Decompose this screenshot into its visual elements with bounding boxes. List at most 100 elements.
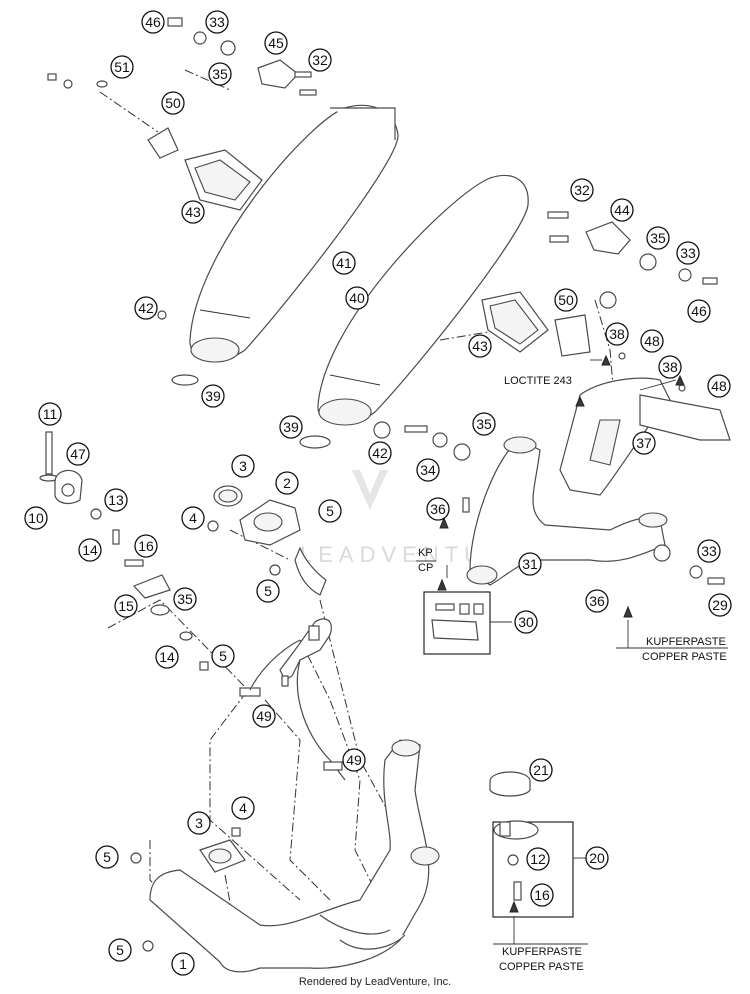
callout-48[interactable]: 48 (640, 329, 664, 353)
callout-40[interactable]: 40 (345, 286, 369, 310)
callout-48[interactable]: 48 (707, 374, 731, 398)
callout-29[interactable]: 29 (708, 593, 732, 617)
callout-5[interactable]: 5 (318, 499, 342, 523)
svg-text:3: 3 (239, 458, 247, 474)
header-pipes (130, 739, 440, 973)
callout-32[interactable]: 32 (570, 178, 594, 202)
copper-paste-note-2: COPPER PASTE (499, 961, 584, 973)
callout-10[interactable]: 10 (24, 506, 48, 530)
callout-42[interactable]: 42 (368, 441, 392, 465)
callout-33[interactable]: 33 (676, 241, 700, 265)
callout-11[interactable]: 11 (38, 402, 62, 426)
svg-text:39: 39 (205, 388, 221, 404)
clamp-kit-box-2 (489, 771, 586, 918)
callout-1[interactable]: 1 (171, 952, 195, 976)
callout-50[interactable]: 50 (554, 288, 578, 312)
svg-text:47: 47 (70, 446, 86, 462)
svg-text:2: 2 (283, 475, 291, 491)
callout-35[interactable]: 35 (173, 587, 197, 611)
callout-39[interactable]: 39 (279, 415, 303, 439)
callout-5[interactable]: 5 (95, 845, 119, 869)
svg-text:32: 32 (312, 52, 328, 68)
callout-3[interactable]: 3 (231, 454, 255, 478)
callout-12[interactable]: 12 (526, 847, 550, 871)
svg-text:11: 11 (43, 406, 58, 422)
callout-32[interactable]: 32 (308, 48, 332, 72)
callout-49[interactable]: 49 (342, 748, 366, 772)
callout-36[interactable]: 36 (585, 589, 609, 613)
callout-49[interactable]: 49 (252, 704, 276, 728)
svg-text:13: 13 (108, 492, 124, 508)
callouts: 46 33 35 45 32 51 50 43 41 40 42 39 32 4… (24, 10, 732, 976)
svg-text:5: 5 (264, 583, 272, 599)
svg-text:5: 5 (116, 942, 124, 958)
svg-text:39: 39 (283, 419, 299, 435)
svg-text:14: 14 (159, 649, 175, 665)
footer-credit: Rendered by LeadVenture, Inc. (298, 976, 452, 988)
callout-39[interactable]: 39 (201, 384, 225, 408)
header-flange-parts (207, 485, 346, 781)
left-small-parts (39, 431, 209, 671)
callout-41[interactable]: 41 (332, 251, 356, 275)
svg-text:35: 35 (212, 66, 228, 82)
svg-text:40: 40 (349, 290, 365, 306)
callout-43[interactable]: 43 (468, 334, 492, 358)
svg-text:4: 4 (239, 800, 247, 816)
callout-30[interactable]: 30 (514, 610, 538, 634)
callout-16[interactable]: 16 (530, 883, 554, 907)
callout-46[interactable]: 46 (687, 299, 711, 323)
callout-31[interactable]: 31 (518, 552, 542, 576)
callout-33[interactable]: 33 (205, 10, 229, 34)
callout-38[interactable]: 38 (605, 322, 629, 346)
callout-45[interactable]: 45 (264, 31, 288, 55)
callout-44[interactable]: 44 (610, 198, 634, 222)
callout-2[interactable]: 2 (275, 471, 299, 495)
notes: LOCTITE 243 KP CP KUPFERPASTE COPPER PAS… (416, 375, 727, 973)
svg-text:31: 31 (522, 556, 538, 572)
callout-37[interactable]: 37 (632, 431, 656, 455)
callout-33[interactable]: 33 (697, 539, 721, 563)
callout-5[interactable]: 5 (108, 938, 132, 962)
callout-51[interactable]: 51 (110, 55, 134, 79)
callout-43[interactable]: 43 (181, 200, 205, 224)
callout-36[interactable]: 36 (426, 497, 450, 521)
callout-5[interactable]: 5 (256, 579, 280, 603)
svg-text:20: 20 (589, 850, 605, 866)
svg-text:37: 37 (636, 435, 652, 451)
callout-20[interactable]: 20 (585, 846, 609, 870)
callout-15[interactable]: 15 (114, 594, 138, 618)
callout-5[interactable]: 5 (211, 644, 235, 668)
svg-text:38: 38 (662, 359, 678, 375)
svg-text:4: 4 (189, 510, 197, 526)
callout-46[interactable]: 46 (141, 10, 165, 34)
callout-47[interactable]: 47 (66, 442, 90, 466)
left-muffler (189, 104, 399, 363)
callout-4[interactable]: 4 (181, 506, 205, 530)
callout-16[interactable]: 16 (134, 534, 158, 558)
callout-35[interactable]: 35 (472, 412, 496, 436)
svg-text:46: 46 (145, 14, 161, 30)
svg-text:3: 3 (195, 815, 203, 831)
kupferpaste-note-2: KUPFERPASTE (502, 946, 582, 958)
callout-4[interactable]: 4 (231, 796, 255, 820)
callout-42[interactable]: 42 (134, 296, 158, 320)
callout-35[interactable]: 35 (208, 62, 232, 86)
svg-text:12: 12 (530, 851, 546, 867)
callout-38[interactable]: 38 (658, 355, 682, 379)
callout-14[interactable]: 14 (78, 538, 102, 562)
svg-text:49: 49 (346, 752, 362, 768)
callout-35[interactable]: 35 (646, 226, 670, 250)
callout-34[interactable]: 34 (416, 458, 440, 482)
callout-13[interactable]: 13 (104, 488, 128, 512)
callout-21[interactable]: 21 (529, 758, 553, 782)
callout-50[interactable]: 50 (161, 91, 185, 115)
svg-text:16: 16 (534, 887, 550, 903)
svg-text:44: 44 (614, 202, 630, 218)
leader-lines (446, 359, 728, 945)
callout-14[interactable]: 14 (155, 645, 179, 669)
svg-text:46: 46 (691, 303, 707, 319)
svg-text:32: 32 (574, 182, 590, 198)
callout-3[interactable]: 3 (187, 811, 211, 835)
